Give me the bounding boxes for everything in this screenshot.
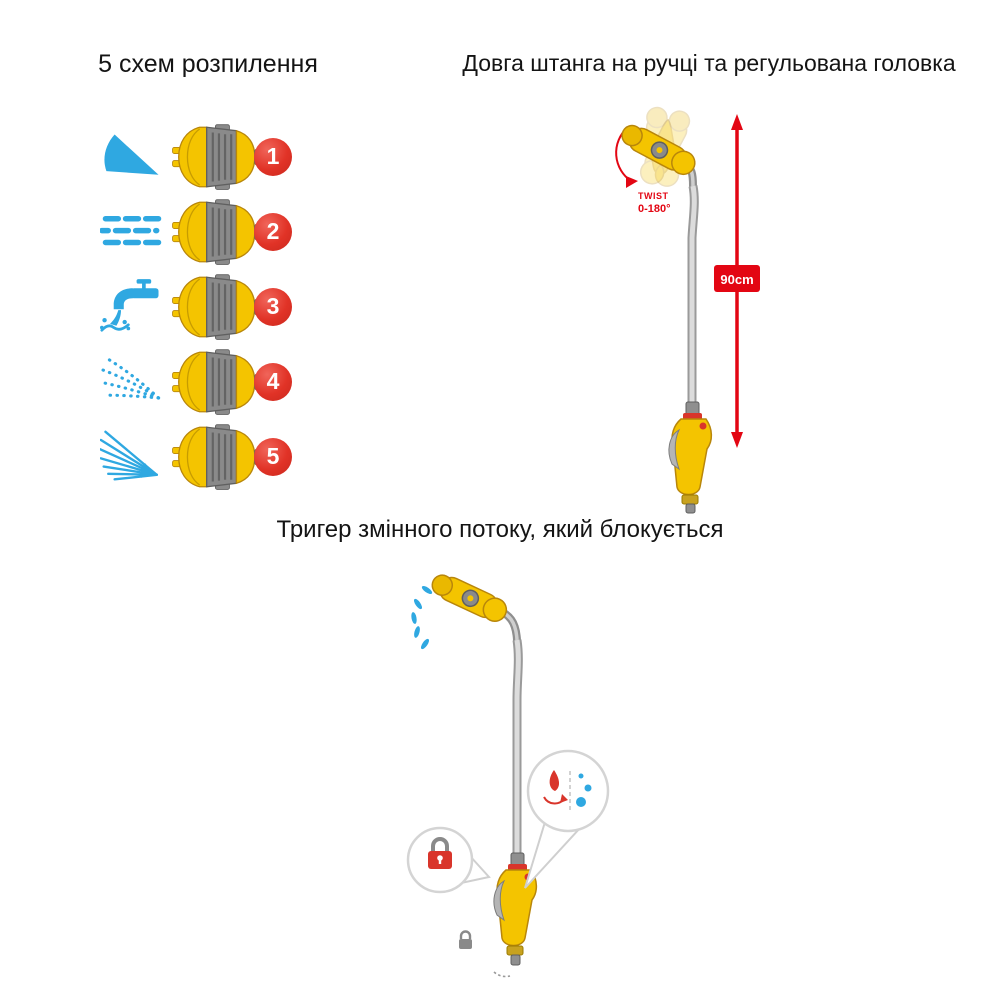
trigger-illustration bbox=[406, 569, 610, 978]
wand-tube bbox=[512, 639, 523, 853]
twist-angle-label: 0-180° bbox=[638, 203, 671, 215]
pattern-number: 5 bbox=[266, 443, 280, 469]
spray-pattern-list: 1 2 bbox=[96, 119, 348, 494]
pattern-number-badge: 3 bbox=[254, 287, 292, 326]
pattern-number: 3 bbox=[266, 293, 280, 319]
lock-callout bbox=[406, 826, 491, 894]
pattern-number-badge: 5 bbox=[254, 437, 292, 476]
fine-mist-spray-icon bbox=[96, 354, 168, 409]
flow-icon bbox=[543, 770, 592, 812]
pistol-grip bbox=[668, 401, 713, 514]
spray-pattern-row: 1 bbox=[96, 119, 348, 194]
pattern-number-badge: 2 bbox=[254, 212, 292, 251]
flat-mist-spray-icon bbox=[96, 204, 168, 259]
shower-faucet-spray-icon bbox=[96, 279, 168, 334]
flow-callout bbox=[524, 749, 610, 889]
spray-pattern-row: 5 bbox=[96, 419, 348, 494]
cone-jet-spray-icon bbox=[96, 129, 168, 184]
spray-drops bbox=[411, 585, 433, 650]
fan-spray-icon bbox=[96, 429, 168, 484]
pattern-number: 4 bbox=[266, 368, 280, 394]
pattern-number-badge: 4 bbox=[254, 362, 292, 401]
pattern-number-badge: 1 bbox=[254, 137, 292, 176]
spray-pattern-row: 4 bbox=[96, 344, 348, 419]
length-label: 90cm bbox=[720, 272, 753, 287]
spray-patterns-title: 5 схем розпилення bbox=[98, 50, 318, 78]
lock-icon bbox=[428, 837, 452, 869]
trigger-section: Тригер змінного потоку, який блокується bbox=[0, 516, 1000, 978]
length-badge: 90cm bbox=[714, 265, 760, 292]
twist-label: TWIST bbox=[638, 191, 669, 201]
spray-pattern-row: 2 bbox=[96, 194, 348, 269]
spray-patterns-section: 5 схем розпилення 1 bbox=[88, 50, 348, 494]
long-wand-title: Довга штанга на ручці та регульована гол… bbox=[462, 50, 956, 76]
wand-tube bbox=[687, 185, 699, 408]
wand-illustration: TWIST 0-180° 90cm bbox=[615, 104, 760, 514]
trigger-title: Тригер змінного потоку, який блокується bbox=[276, 516, 724, 543]
pattern-number: 2 bbox=[266, 218, 280, 244]
long-wand-section: Довга штанга на ручці та регульована гол… bbox=[428, 50, 990, 514]
small-lock-icon bbox=[459, 930, 472, 949]
spray-head bbox=[427, 569, 512, 627]
pattern-number: 1 bbox=[266, 143, 280, 169]
spray-pattern-row: 3 bbox=[96, 269, 348, 344]
